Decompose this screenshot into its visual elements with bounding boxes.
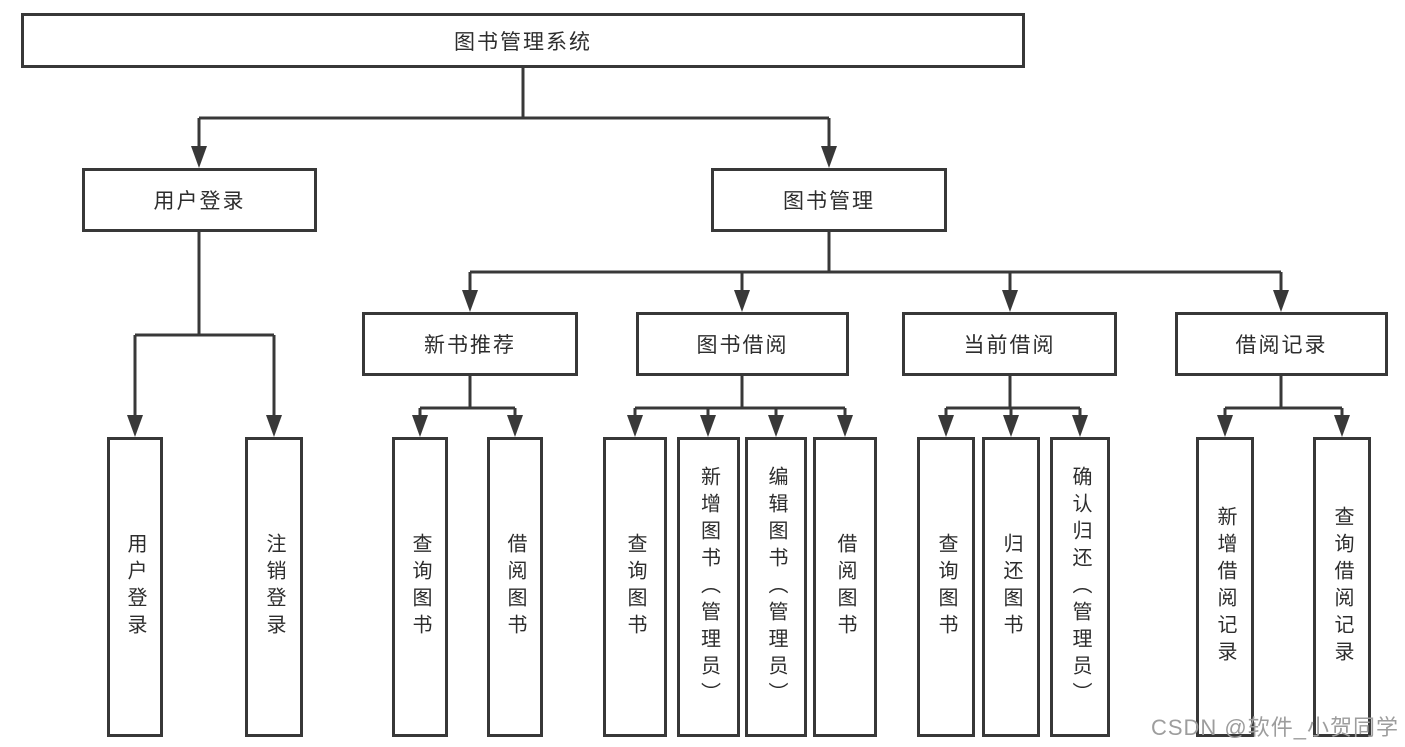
leaf-label: 查询图书 <box>409 533 431 641</box>
leaf-label: 用户登录 <box>124 533 146 641</box>
leaf-label: 确认归还（管理员） <box>1069 465 1091 709</box>
leaf-query-books-borrow: 查询图书 <box>603 437 667 737</box>
leaf-query-borrow-record: 查询借阅记录 <box>1313 437 1371 737</box>
leaf-label: 注销登录 <box>263 533 285 641</box>
leaf-query-books-current: 查询图书 <box>917 437 975 737</box>
leaf-label: 借阅图书 <box>504 533 526 641</box>
leaf-return-books: 归还图书 <box>982 437 1040 737</box>
leaf-label: 归还图书 <box>1000 533 1022 641</box>
leaf-label: 查询图书 <box>624 533 646 641</box>
csdn-watermark: CSDN @软件_小贺同学 <box>1150 715 1399 740</box>
leaf-label: 借阅图书 <box>834 533 856 641</box>
leaf-logout: 注销登录 <box>245 437 303 737</box>
leaf-label: 查询借阅记录 <box>1331 506 1353 668</box>
leaf-borrow-books: 借阅图书 <box>813 437 877 737</box>
leaf-edit-books-admin: 编辑图书（管理员） <box>745 437 807 737</box>
leaf-borrow-books-recommend: 借阅图书 <box>487 437 543 737</box>
node-borrowing-records: 借阅记录 <box>1175 312 1388 376</box>
leaf-label: 新增借阅记录 <box>1214 506 1236 668</box>
leaf-add-books-admin: 新增图书（管理员） <box>677 437 740 737</box>
leaf-add-borrow-record: 新增借阅记录 <box>1196 437 1254 737</box>
leaf-label: 新增图书（管理员） <box>697 465 720 709</box>
node-user-login: 用户登录 <box>82 168 317 232</box>
leaf-confirm-return-admin: 确认归还（管理员） <box>1050 437 1110 737</box>
node-book-management: 图书管理 <box>711 168 947 232</box>
leaf-label: 编辑图书（管理员） <box>765 465 787 709</box>
leaf-query-books-recommend: 查询图书 <box>392 437 448 737</box>
leaf-label: 查询图书 <box>935 533 957 641</box>
node-current-borrowing: 当前借阅 <box>902 312 1117 376</box>
node-new-book-recommend: 新书推荐 <box>362 312 578 376</box>
leaf-user-login: 用户登录 <box>107 437 163 737</box>
node-book-borrowing: 图书借阅 <box>636 312 849 376</box>
node-library-management-system: 图书管理系统 <box>21 13 1025 68</box>
